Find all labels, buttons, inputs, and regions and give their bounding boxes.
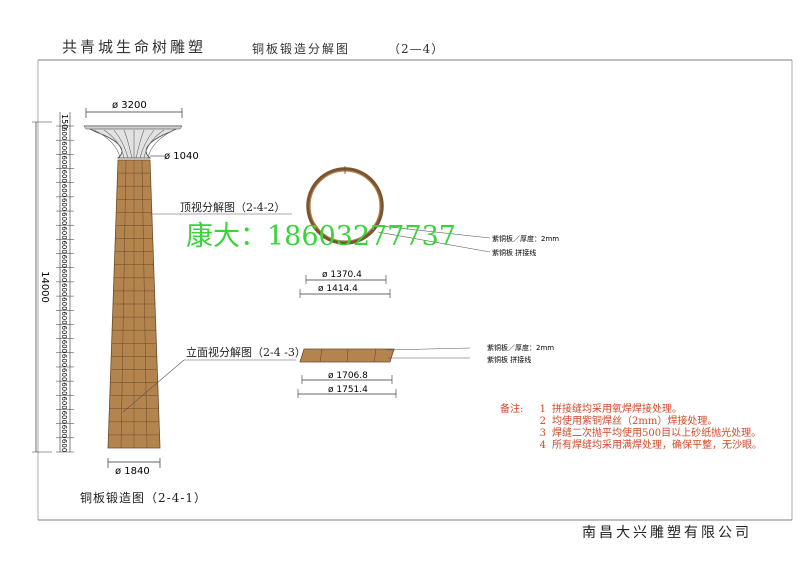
note-text: 均使用紫铜焊丝（2mm）焊接处理。 [552,416,718,427]
top-segment-label: 150 [60,114,69,129]
note-row: 3 焊缝二次抛平均使用500目以上砂纸抛光处理。 [500,428,762,440]
note-number: 2 [539,416,546,427]
segment-label: 600 [60,155,68,168]
drawing-title: 共青城生命树雕塑 [62,38,207,56]
ring-inner-diameter: ø 1370.4 [322,270,362,280]
ring-callout-thickness: 紫铜板／厚度：2mm [492,234,559,243]
segment-label: 600 [60,297,68,310]
band-callout-thickness-leader [385,347,471,351]
segment-label: 600 [60,255,68,268]
notes-heading: 备注: [500,404,524,415]
segment-label: 600 [60,396,68,409]
base-diameter-label: ø 1840 [115,466,150,477]
band-callout-seam: 紫铜板 拼接线 [487,355,531,364]
segment-label: 600 [60,269,68,282]
top-view-label: 顶视分解图（2-4-2） [180,201,286,214]
note-row: 备注: 1 拼接缝均采用氧焊焊接处理。 [500,404,762,416]
segment-label: 600 [60,198,68,211]
note-number: 4 [539,440,546,451]
band-callout-thickness: 紫铜板／厚度：2mm [487,343,554,352]
band-inner-diameter: ø 1706.8 [328,371,368,381]
neck-diameter-label: ø 1040 [164,151,199,162]
segment-label: 600 [60,127,68,140]
total-height-label: 14000 [39,271,50,303]
trunk-plate-column-seam [141,159,148,449]
band-outer-diameter: ø 1751.4 [328,385,368,395]
segment-label: 600 [60,184,68,197]
ring-callout-seam: 紫铜板 拼接线 [492,248,536,257]
segment-label: 600 [60,326,68,339]
elevation-band [299,348,395,363]
top-diameter-label: ø 3200 [112,100,147,111]
segment-label: 600 [60,354,68,367]
elevation-leader [122,359,185,413]
figure-caption: 铜板锻造图（2-4-1） [80,491,208,505]
segment-label: 600 [60,226,68,239]
canopy-cap [83,125,183,159]
note-row: 2 均使用紫铜焊丝（2mm）焊接处理。 [500,416,762,428]
drawing-subtitle: 铜板锻造分解图 [252,42,351,56]
ring-outer-diameter: ø 1414.4 [318,284,358,294]
company-name: 南昌大兴雕塑有限公司 [582,525,752,541]
trunk-grid [108,159,160,449]
ring-callout-thickness-leader [379,225,491,239]
note-number: 1 [539,404,546,415]
segment-label: 600 [60,411,68,424]
note-row: 4 所有焊缝均采用满焊处理，确保平整，无沙眼。 [500,440,762,452]
note-text: 拼接缝均采用氧焊焊接处理。 [552,404,682,415]
note-text: 焊缝二次抛平均使用500目以上砂纸抛光处理。 [552,428,762,439]
canopy-ribs [93,129,175,159]
segment-label: 600 [60,212,68,225]
note-text: 所有焊缝均采用满焊处理，确保平整，无沙眼。 [552,440,762,451]
drawing-code: （2—4） [388,42,445,56]
note-number: 3 [539,428,546,439]
trunk-plate-column-seam [120,159,127,449]
segment-label: 600 [60,340,68,353]
segment-label: 600 [60,240,68,253]
segment-label: 600 [60,283,68,296]
segment-label: 600 [60,141,68,154]
segment-label: 600 [60,425,68,438]
segment-label: 600 [60,170,68,183]
segment-label: 600 [60,311,68,324]
elevation-view-label: 立面视分解图（2-4 -3） [186,346,306,359]
segment-label: 600 [60,439,68,452]
notes-block: 备注: 1 拼接缝均采用氧焊焊接处理。 2 均使用紫铜焊丝（2mm）焊接处理。 … [500,404,762,452]
segment-label: 600 [60,368,68,381]
contact-watermark: 康大：18603277737 [186,221,456,252]
ring-callout-seam-leader [377,231,491,253]
segment-label: 600 [60,382,68,395]
segment-ladder: 6006006006006006006006006006006006006006… [56,125,74,452]
